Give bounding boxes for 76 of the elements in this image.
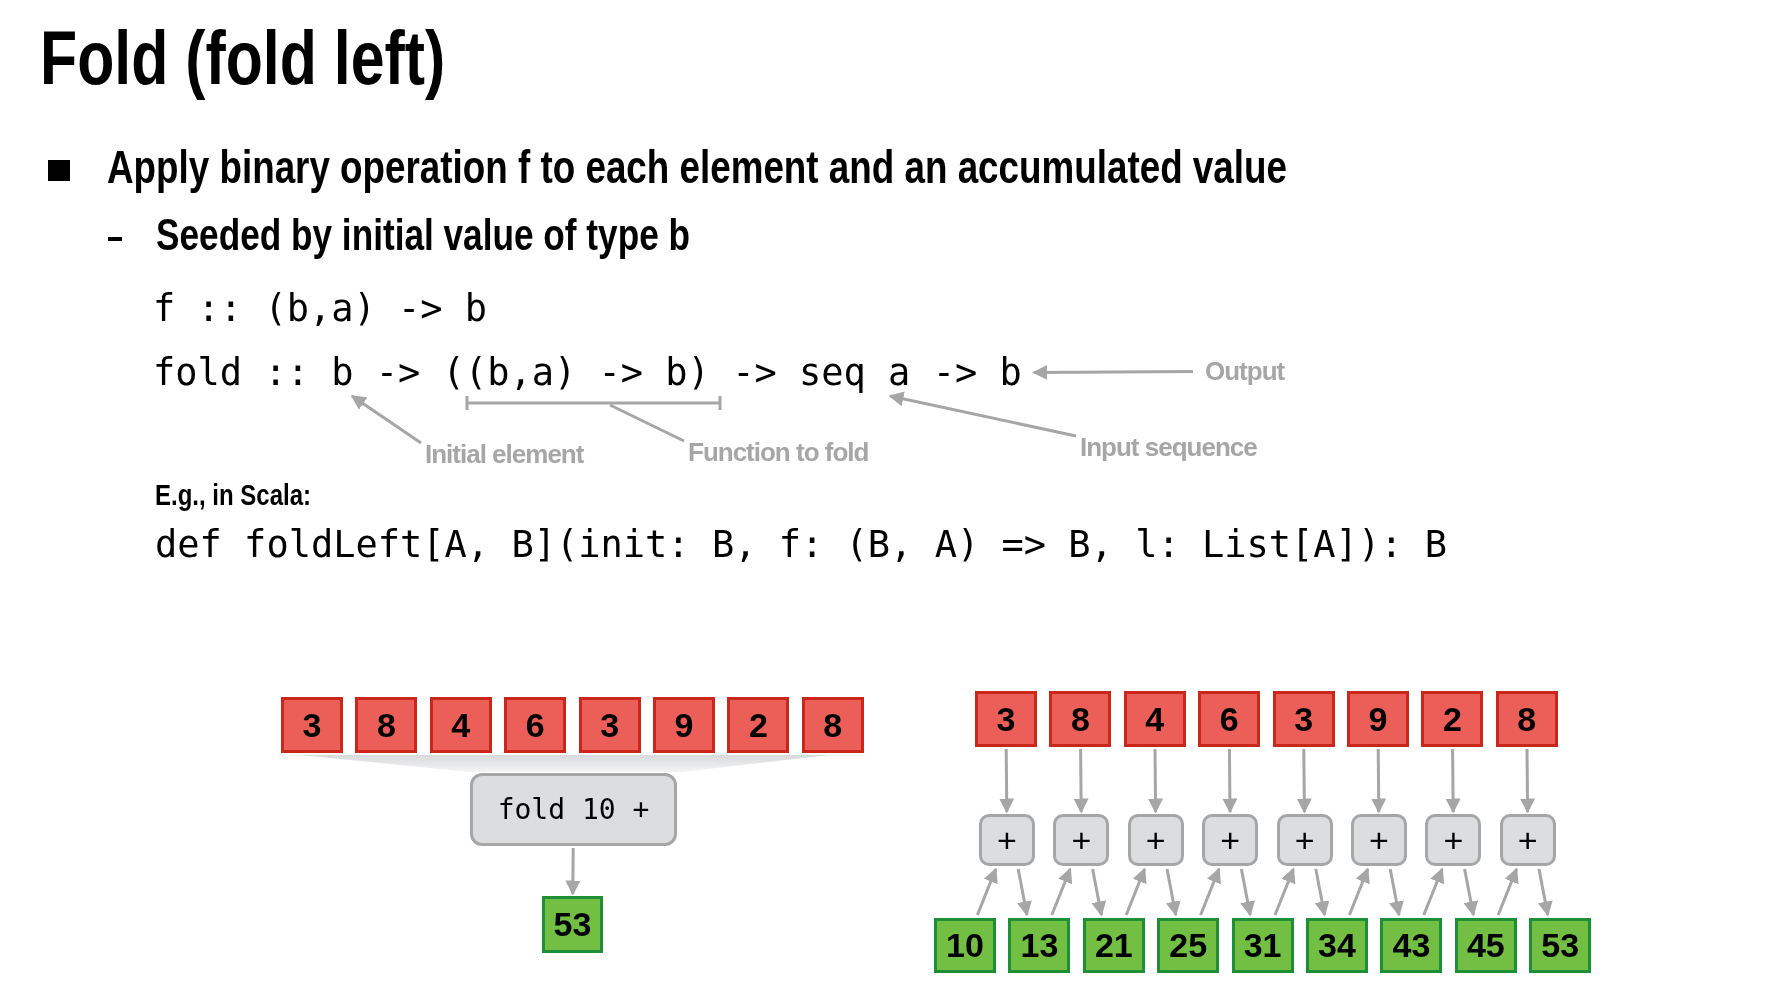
operator-box: +: [1499, 814, 1556, 866]
value-box: 4: [1123, 691, 1186, 747]
operator-box: +: [1351, 814, 1407, 866]
arrow: [1371, 749, 1387, 814]
leader-line: [888, 391, 1077, 438]
operation-box: fold 10 +: [470, 773, 677, 846]
arrow: [1445, 749, 1461, 814]
arrow: [1388, 868, 1404, 917]
bracket: [465, 394, 722, 412]
result-box: 34: [1306, 918, 1368, 973]
arrow: [1165, 868, 1181, 917]
arrow: [1463, 868, 1479, 917]
result-box: 53: [1529, 918, 1592, 973]
value-box: 8: [1049, 691, 1112, 747]
value-box: 2: [1421, 691, 1484, 747]
result-box: 25: [1157, 918, 1220, 973]
arrow: [1348, 867, 1370, 916]
value-box: 8: [801, 697, 864, 753]
arrow: [1296, 749, 1312, 814]
arrow: [1016, 868, 1032, 917]
arrow: [1537, 868, 1553, 917]
arrow: [1519, 749, 1535, 814]
operator-box: +: [1425, 814, 1482, 866]
annotation-text: Output: [1205, 356, 1285, 387]
arrow: [1222, 749, 1238, 814]
arrow: [1147, 749, 1163, 814]
annotation-text: Function to fold: [688, 437, 869, 468]
code-line: def foldLeft[A, B](init: B, f: (B, A) => B, l: List[A]): B: [155, 523, 1447, 566]
arrow: [1124, 867, 1147, 916]
arrow: [1050, 867, 1073, 916]
operator-box: +: [1053, 814, 1110, 866]
arrow: [1422, 867, 1445, 916]
result-box: 13: [1008, 918, 1071, 973]
operator-box: +: [1276, 814, 1333, 866]
operator-box: +: [1202, 814, 1259, 866]
arrow: [976, 867, 998, 916]
arrow: [1073, 749, 1089, 814]
result-box: 53: [542, 896, 603, 953]
result-box: 45: [1454, 918, 1517, 973]
note-text: E.g., in Scala:: [155, 478, 312, 512]
result-box: 43: [1380, 918, 1443, 973]
value-box: 2: [727, 697, 790, 753]
value-box: 3: [1272, 691, 1335, 747]
result-box: 31: [1231, 918, 1294, 973]
result-box: 21: [1082, 918, 1145, 973]
value-box: 6: [1198, 691, 1261, 747]
value-box: 9: [653, 697, 715, 753]
leader-line: [609, 403, 685, 443]
value-box: 4: [429, 697, 492, 753]
result-box: 10: [934, 918, 996, 973]
arrow: [1091, 868, 1107, 917]
bullet-text: Apply binary operation f to each element and an accumulated value: [107, 140, 1287, 194]
leader-line: [350, 394, 422, 445]
value-box: 3: [578, 697, 641, 753]
arrow: [1273, 867, 1296, 916]
arrow: [1239, 868, 1256, 917]
code-line: fold :: b -> ((b,a) -> b) -> seq a -> b: [153, 351, 1022, 394]
operator-box: +: [1127, 814, 1184, 866]
arrow: [1314, 868, 1330, 917]
code-line: f :: (b,a) -> b: [153, 287, 488, 330]
arrow: [999, 749, 1015, 814]
value-box: 8: [1495, 691, 1558, 747]
value-box: 6: [504, 697, 567, 753]
annotation-text: Initial element: [425, 439, 584, 470]
bullet-text: Seeded by initial value of type b: [156, 210, 690, 260]
title: Fold (fold left): [40, 14, 446, 101]
value-box: 9: [1347, 691, 1409, 747]
value-box: 3: [975, 691, 1037, 747]
value-box: 8: [355, 697, 418, 753]
annotation-text: Input sequence: [1080, 432, 1257, 463]
leader-line: [1032, 364, 1193, 380]
operator-box: +: [979, 814, 1035, 866]
value-box: 3: [281, 697, 343, 753]
arrow: [565, 848, 581, 896]
arrow: [1199, 867, 1221, 916]
arrow: [1496, 867, 1519, 916]
